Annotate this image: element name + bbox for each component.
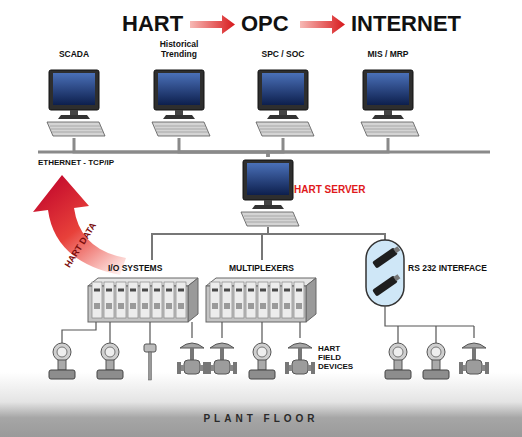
multiplexer-rack: [206, 278, 316, 322]
title-word: INTERNET: [351, 11, 461, 36]
hart-server: HART SERVER: [232, 157, 364, 227]
field-device: [97, 343, 123, 379]
node-label: MIS / MRP: [354, 50, 422, 60]
title-word: HART: [122, 11, 183, 36]
network-link: [74, 138, 268, 157]
io-rack: [88, 278, 198, 322]
node-label: SPC / SOC: [249, 50, 317, 60]
workstation-icon: [256, 70, 314, 136]
server-icon: [241, 160, 299, 226]
field-device: [459, 343, 489, 374]
multiplexer-rack: [206, 278, 316, 322]
field-device: [423, 343, 449, 379]
field-device: [207, 343, 237, 374]
network-link: [179, 138, 268, 157]
rs232-capsule: [372, 245, 401, 269]
node-label: Historical Trending: [145, 40, 213, 60]
network-label: ETHERNET - TCP/IP: [38, 158, 114, 167]
workstation: Historical Trending: [145, 40, 213, 138]
field-device: [177, 343, 207, 374]
rs232-capsule: [372, 247, 398, 268]
io-system: I/O SYSTEMS: [82, 260, 204, 328]
rs232-capsule: [393, 246, 400, 253]
plant-floor-band: PLANT FLOOR: [0, 402, 522, 437]
field-device: [249, 343, 275, 379]
rs232-capsule: [366, 240, 404, 306]
server-icon: [241, 160, 299, 226]
data-flow-arrow: [33, 175, 126, 275]
node-label: I/O SYSTEMS: [108, 264, 162, 274]
workstation: MIS / MRP: [354, 50, 422, 138]
flow-label: HART DATA: [63, 221, 99, 270]
workstation-icon: [152, 70, 210, 136]
field-device: [49, 343, 489, 380]
node-label: MULTIPLEXERS: [229, 264, 294, 274]
multiplexer: MULTIPLEXERS: [205, 260, 313, 328]
rs232-capsule: [372, 273, 401, 297]
field-device: [385, 343, 411, 379]
device-group-label: HART FIELD DEVICES: [318, 344, 360, 372]
title-word: OPC: [241, 11, 289, 36]
workstation-icon: [361, 70, 419, 136]
rs232-capsule: [366, 240, 404, 306]
title-arrow: [300, 15, 345, 34]
title-arrow: [190, 15, 235, 34]
node-label: HART SERVER: [294, 184, 366, 196]
network-link: [268, 138, 283, 157]
node-label: PLANT FLOOR: [0, 413, 522, 425]
field-wire: [62, 306, 474, 344]
workstation: SPC / SOC: [249, 50, 317, 138]
workstation: SCADA: [40, 50, 108, 138]
rs232-capsule: [372, 275, 398, 296]
network-link: [152, 227, 268, 260]
io-rack: [88, 278, 198, 322]
node-label: RS 232 INTERFACE: [408, 264, 487, 274]
field-device: [49, 343, 75, 379]
workstation-icon: [47, 70, 419, 136]
field-device: [285, 343, 315, 374]
rs232-interface: RS 232 INTERFACE: [362, 240, 494, 308]
field-device: [144, 344, 156, 380]
node-label: SCADA: [40, 50, 108, 60]
network-link: [268, 138, 388, 157]
network-link: [268, 227, 385, 240]
ethernet-bus: [38, 151, 490, 154]
workstation-icon: [47, 70, 105, 136]
rs232-capsule: [393, 274, 400, 281]
